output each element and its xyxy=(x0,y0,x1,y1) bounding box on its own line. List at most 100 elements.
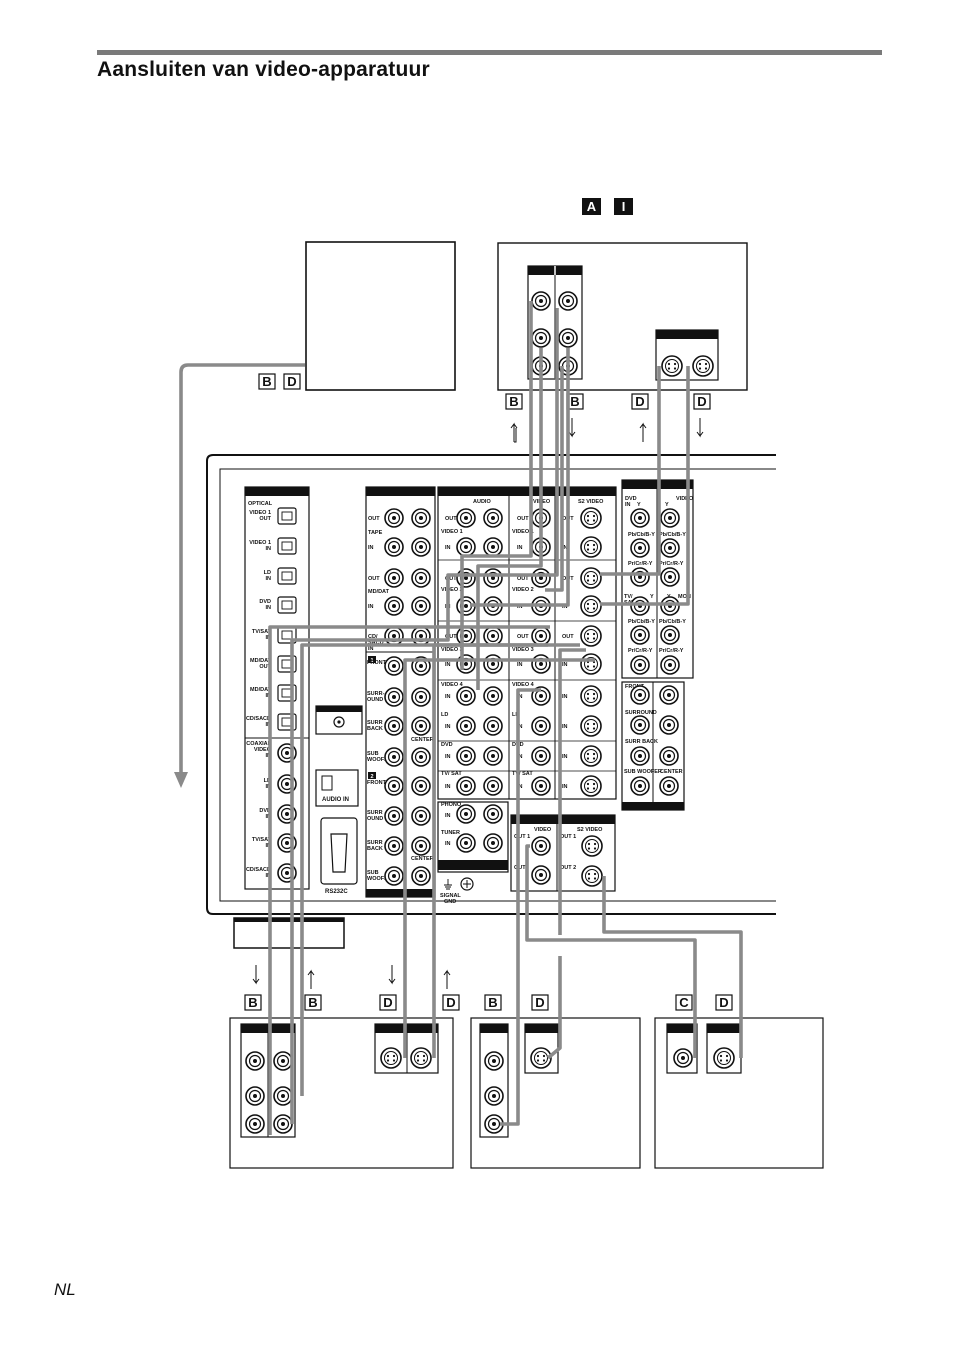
av-group-label: VIDEO 3 xyxy=(512,647,534,653)
page-title: Aansluiten van video-apparatuur xyxy=(97,58,430,81)
optical-input-label: IN xyxy=(266,576,272,582)
svg-text:OUT 1: OUT 1 xyxy=(514,834,530,840)
bottom-marker-label: B xyxy=(248,995,257,1010)
svg-text:D: D xyxy=(287,374,296,389)
av-io-label: OUT xyxy=(445,516,457,522)
optical-input-label: IN xyxy=(266,546,272,552)
cables xyxy=(179,301,743,1135)
multi-jack-right xyxy=(411,776,431,796)
multi-jack-right xyxy=(411,747,431,767)
bottom-marker-label: C xyxy=(679,995,689,1010)
av-audio-jack-right xyxy=(483,568,503,588)
tape-row-label: OUT xyxy=(368,576,380,582)
av-io-label: IN xyxy=(445,724,451,730)
optical-input-label: MD/DAT xyxy=(250,658,272,664)
bottom-arrows xyxy=(252,965,451,989)
tape-jack-right xyxy=(411,537,431,557)
av-audio-jack-left xyxy=(456,568,476,588)
av-audio-jack-right xyxy=(483,654,503,674)
av-io-label: OUT xyxy=(562,634,574,640)
multi-row-label: WOOFER xyxy=(367,876,392,882)
multi-row-label: SURR- xyxy=(367,691,385,697)
tape-row-label: IN xyxy=(368,604,374,610)
multi-jack-right xyxy=(411,866,431,886)
av-audio-jack-right xyxy=(483,716,503,736)
svg-text:SURROUND: SURROUND xyxy=(625,710,657,716)
optical-input-label: OUT xyxy=(259,664,271,670)
av-group-label: VIDEO 1 xyxy=(441,529,463,535)
av-header-s2video: S2 VIDEO xyxy=(578,499,604,505)
tv-cable-arrow xyxy=(174,772,188,788)
signal-gnd-label: SIGNAL xyxy=(440,893,461,899)
av-audio-jack-left xyxy=(456,716,476,736)
multi-row-label: FRONT xyxy=(367,660,387,666)
tape-jack-left xyxy=(384,626,404,646)
receiver-chassis xyxy=(206,454,776,949)
multi-jack-right xyxy=(411,836,431,856)
av-group-label: VIDEO 4 xyxy=(441,682,464,688)
tuner-label: TUNER xyxy=(441,830,460,836)
av-audio-jack-right xyxy=(483,776,503,796)
top-device-audio-jacks xyxy=(527,265,583,380)
av-svideo-jack xyxy=(580,715,602,737)
av-io-label: OUT xyxy=(517,576,529,582)
optical-input-label: MD/DAT xyxy=(250,687,272,693)
av-video-jack xyxy=(531,568,551,588)
tape-jack-right xyxy=(411,508,431,528)
multi-jack-right xyxy=(411,687,431,707)
av-group-label: VIDEO 3 xyxy=(441,647,463,653)
coaxial-header: VIDEO xyxy=(254,747,272,753)
av-group-label: TV/ SAT xyxy=(512,771,533,777)
multi-jack-left xyxy=(384,656,404,676)
svg-text:VIDEO: VIDEO xyxy=(534,827,552,833)
av-svideo-jack xyxy=(580,595,602,617)
av-audio-jack-right xyxy=(483,686,503,706)
av-svideo-jack xyxy=(580,625,602,647)
multi-group-2-badge: 2 xyxy=(370,774,373,780)
svg-text:Pb/Cb/B-Y: Pb/Cb/B-Y xyxy=(659,619,686,625)
bottom-marker-label: D xyxy=(535,995,544,1010)
svg-text:Y: Y xyxy=(665,502,669,508)
tape-jack-left xyxy=(384,596,404,616)
multi-row-label: SURR xyxy=(367,840,383,846)
badge-a: A xyxy=(582,198,601,215)
tv-marker-d: D xyxy=(283,373,301,390)
tape-jack-left xyxy=(384,508,404,528)
multi-row-label: WOOFER xyxy=(367,757,392,763)
svg-text:SURR BACK: SURR BACK xyxy=(625,739,658,745)
multi-group-1-badge: 1 xyxy=(370,658,373,664)
av-audio-jack-right xyxy=(483,746,503,766)
tape-row-label: IN xyxy=(368,545,374,551)
multi-row-label: OUND xyxy=(367,816,383,822)
multi-row-label: OUND xyxy=(367,697,383,703)
av-io-label: OUT xyxy=(445,634,457,640)
multi-jack-right xyxy=(411,806,431,826)
av-audio-jack-left xyxy=(456,654,476,674)
rs232c-label: RS232C xyxy=(325,889,348,895)
av-io-label: IN xyxy=(562,545,568,551)
av-svideo-jack xyxy=(580,685,602,707)
svg-text:B: B xyxy=(262,374,271,389)
svg-text:TV/: TV/ xyxy=(624,594,633,600)
tv-device xyxy=(305,241,456,391)
svg-text:Pb/Cb/B-Y: Pb/Cb/B-Y xyxy=(628,532,655,538)
coaxial-input-label: TV/SAT xyxy=(252,837,272,843)
svg-text:DVD: DVD xyxy=(625,496,637,502)
svg-text:MON: MON xyxy=(678,594,691,600)
svg-text:OUT 1: OUT 1 xyxy=(560,834,576,840)
optical-header: OPTICAL xyxy=(248,501,273,507)
av-audio-jack-right xyxy=(483,626,503,646)
svg-text:B: B xyxy=(570,394,579,409)
av-io-label: IN xyxy=(517,662,523,668)
multi-jack-left xyxy=(384,776,404,796)
svg-text:SACD: SACD xyxy=(368,640,384,646)
multi-row-label: FRONT xyxy=(367,780,387,786)
badge-i: I xyxy=(614,198,633,215)
svg-text:D: D xyxy=(635,394,644,409)
multi-row-label: SUB xyxy=(367,870,379,876)
av-group-label: VIDEO 1 xyxy=(512,529,534,535)
optical-jack xyxy=(277,507,297,525)
av-io-label: IN xyxy=(445,694,451,700)
